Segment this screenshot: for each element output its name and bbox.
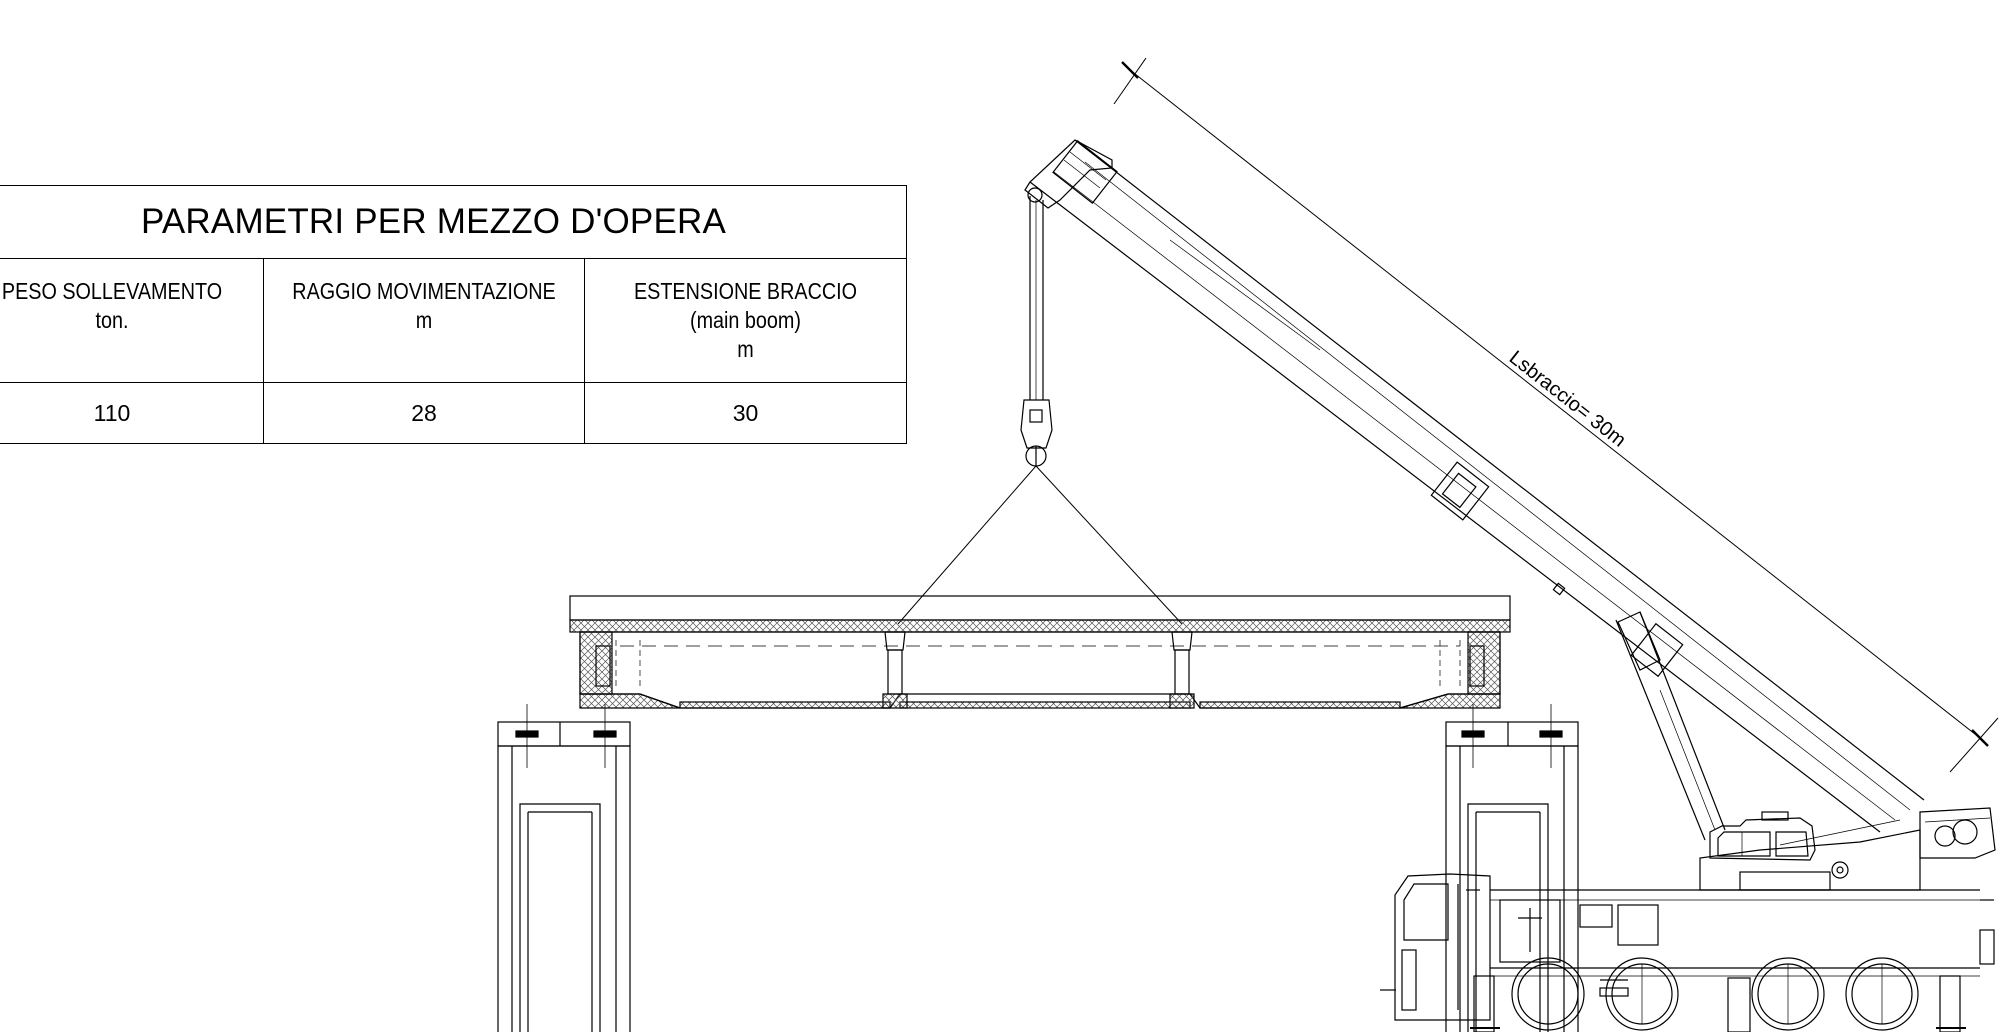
table-value-row: 110 28 30 — [0, 382, 907, 444]
bridge-deck — [569, 595, 1511, 709]
header-boom-extension-subtitle: (main boom) — [689, 307, 802, 333]
parameters-table: PARAMETRI PER MEZZO D'OPERA PESO SOLLEVA… — [0, 185, 907, 444]
boom-dimension-line: Lsbraccio= 30m — [1113, 57, 1999, 773]
truck-wheels — [1511, 957, 1919, 1031]
header-lifting-weight-label: PESO SOLLEVAMENTO — [1, 278, 223, 304]
table-title: PARAMETRI PER MEZZO D'OPERA — [0, 185, 907, 259]
value-boom-extension: 30 — [584, 382, 907, 444]
header-handling-radius: RAGGIO MOVIMENTAZIONE m — [263, 258, 585, 383]
value-lifting-weight: 110 — [0, 382, 264, 444]
header-boom-extension: ESTENSIONE BRACCIO (main boom) m — [584, 258, 907, 383]
header-handling-radius-unit: m — [415, 307, 433, 333]
crane-boom — [1024, 139, 1925, 841]
hook-block — [1020, 196, 1053, 467]
header-lifting-weight: PESO SOLLEVAMENTO ton. — [0, 258, 264, 383]
mobile-crane-truck — [1380, 807, 1996, 1032]
table-header-row: PESO SOLLEVAMENTO ton. RAGGIO MOVIMENTAZ… — [0, 258, 907, 383]
header-lifting-weight-unit: ton. — [95, 307, 129, 333]
table-title-row: PARAMETRI PER MEZZO D'OPERA — [0, 185, 907, 259]
right-pier — [1445, 704, 1579, 1032]
lifting-slings — [897, 465, 1183, 625]
header-boom-extension-label: ESTENSIONE BRACCIO — [633, 278, 858, 304]
header-handling-radius-label: RAGGIO MOVIMENTAZIONE — [292, 278, 556, 304]
value-handling-radius: 28 — [263, 382, 585, 444]
header-boom-extension-unit: m — [737, 336, 754, 362]
boom-length-label: Lsbraccio= 30m — [1505, 347, 1630, 452]
left-pier — [497, 704, 631, 1032]
